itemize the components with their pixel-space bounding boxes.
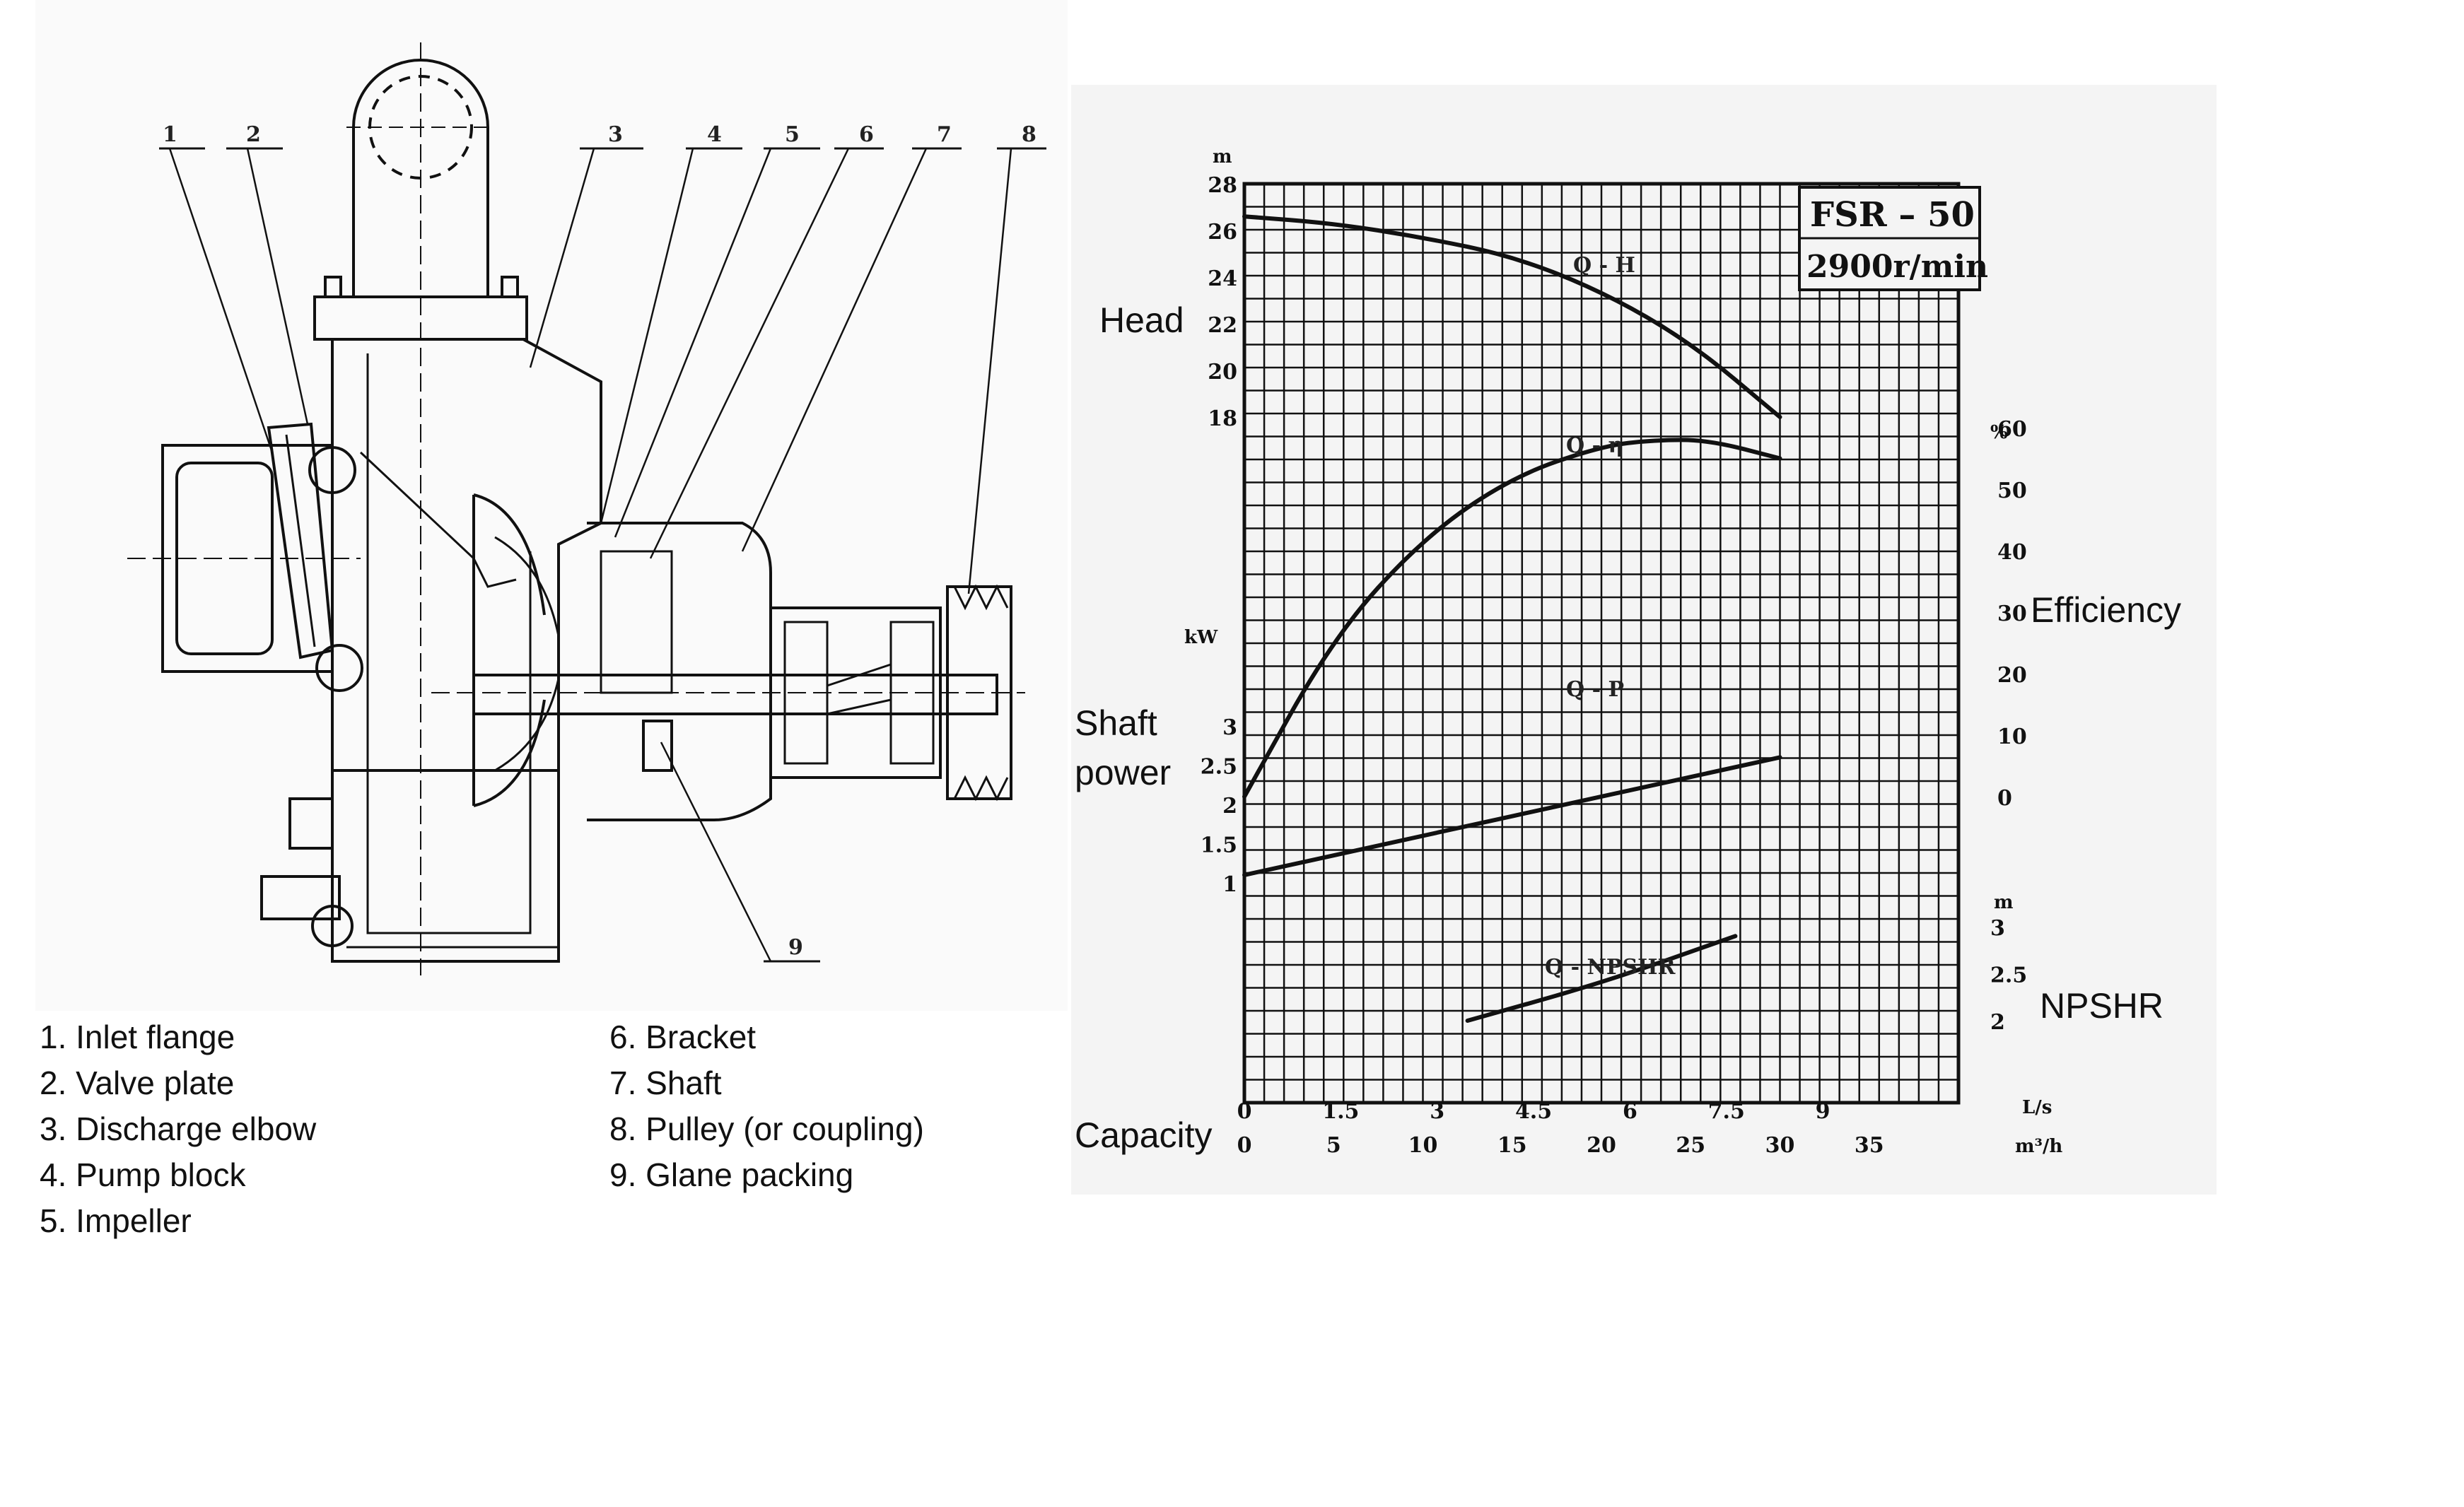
chart-ticks: 28262422201832.521.51605040302010032.520…	[1201, 173, 2027, 1158]
legend-item: 2. Valve plate	[40, 1065, 235, 1101]
curve-label-qh: Q - H	[1573, 253, 1635, 278]
efficiency-tick-label: 10	[1997, 725, 2027, 749]
shaft-power-label-1: Shaft	[1075, 703, 1157, 743]
npshr-tick-label: 2.5	[1990, 963, 2027, 988]
npshr-tick-label: 3	[1990, 916, 2005, 941]
efficiency-tick-label: 0	[1997, 786, 2012, 811]
legend-item: 8. Pulley (or coupling)	[609, 1110, 924, 1147]
flow-m3h-tick-label: 5	[1326, 1133, 1341, 1158]
valve-plate	[267, 422, 334, 659]
callout-3: 3	[608, 122, 623, 147]
speed-label: 2900r/min	[1806, 249, 1988, 285]
head-tick-label: 18	[1208, 406, 1237, 431]
power-tick-label: 3	[1222, 715, 1237, 740]
legend-item: 1. Inlet flange	[40, 1019, 235, 1055]
head-tick-label: 22	[1208, 313, 1237, 338]
head-tick-label: 26	[1208, 220, 1237, 245]
bracket	[587, 522, 772, 821]
flow-m3h-tick-label: 10	[1408, 1133, 1438, 1158]
power-tick-label: 2.5	[1201, 755, 1237, 780]
callout-8: 8	[1022, 122, 1037, 147]
shaft-power-label-2: power	[1075, 753, 1171, 792]
head-tick-label: 20	[1208, 360, 1237, 385]
legend-item: 3. Discharge elbow	[40, 1110, 317, 1147]
flow-ls-tick-label: 6	[1623, 1099, 1637, 1124]
callout-4: 4	[707, 122, 722, 147]
performance-chart-svg: 28262422201832.521.51605040302010032.520…	[1075, 146, 2181, 1158]
legend-item: 7. Shaft	[609, 1065, 722, 1101]
impeller	[472, 493, 546, 807]
legend-item: 9. Glane packing	[609, 1156, 854, 1193]
head-unit: m	[1213, 146, 1232, 168]
flow-ls-tick-label: 3	[1430, 1099, 1444, 1124]
pump-cross-section: 1 2 3 4 5 6 7 8 9	[127, 42, 1046, 975]
flow-ls-tick-label: 7.5	[1708, 1099, 1745, 1124]
parts-legend-right: 6. Bracket 7. Shaft 8. Pulley (or coupli…	[609, 1014, 924, 1198]
head-tick-label: 28	[1208, 173, 1237, 198]
pump-sectional-drawing: 1 2 3 4 5 6 7 8 9	[35, 0, 1068, 1011]
callout-6: 6	[859, 122, 874, 147]
npshr-tick-label: 2	[1990, 1010, 2005, 1035]
discharge-flange	[313, 295, 528, 341]
chart-curves	[1242, 214, 1782, 1023]
flow-m3h-tick-label: 35	[1855, 1133, 1884, 1158]
callout-5: 5	[785, 122, 800, 147]
flow-m3h-tick-label: 20	[1587, 1133, 1616, 1158]
npshr-unit: m	[1994, 892, 2014, 913]
callout-2: 2	[246, 122, 261, 147]
parts-legend-left: 1. Inlet flange 2. Valve plate 3. Discha…	[40, 1014, 316, 1244]
efficiency-tick-label: 60	[1997, 417, 2027, 442]
flow-m3h-tick-label: 0	[1237, 1133, 1252, 1158]
pulley	[946, 585, 1012, 800]
flow-ls-tick-label: 1.5	[1322, 1099, 1359, 1124]
npshr-axis-label: NPSHR	[2040, 986, 2164, 1026]
efficiency-tick-label: 30	[1997, 602, 2027, 626]
power-tick-label: 1.5	[1201, 833, 1237, 858]
efficiency-tick-label: 20	[1997, 663, 2027, 688]
curve-label-qeta: Q - η	[1566, 433, 1623, 458]
gland-packing	[642, 720, 673, 772]
curve-label-qp: Q - P	[1566, 677, 1624, 702]
legend-item: 5. Impeller	[40, 1202, 192, 1239]
callout-1: 1	[163, 122, 177, 147]
flow-m3h-tick-label: 25	[1676, 1133, 1705, 1158]
flow-ls-tick-label: 9	[1816, 1099, 1831, 1124]
plot-frame	[1242, 182, 1961, 1105]
power-unit: kW	[1184, 627, 1218, 648]
flow-m3h-unit: m³/h	[2015, 1136, 2062, 1157]
flow-m3h-tick-label: 15	[1497, 1133, 1527, 1158]
pump-block-outline	[331, 338, 602, 963]
curve-label-qnpshr: Q - NPSHR	[1545, 955, 1676, 980]
power-tick-label: 2	[1222, 794, 1237, 819]
curve-q-eta	[1242, 438, 1782, 799]
model-label: FSR – 50	[1810, 195, 1975, 235]
head-axis-label: Head	[1099, 300, 1184, 340]
callout-9: 9	[788, 935, 803, 960]
flow-ls-unit: L/s	[2022, 1097, 2052, 1118]
capacity-axis-label: Capacity	[1075, 1115, 1213, 1155]
efficiency-unit: %	[1990, 422, 2008, 443]
efficiency-tick-label: 50	[1997, 479, 2027, 503]
legend-item: 4. Pump block	[40, 1156, 246, 1193]
head-tick-label: 24	[1208, 266, 1237, 291]
flow-m3h-tick-label: 30	[1765, 1133, 1795, 1158]
shaft	[472, 674, 998, 715]
curve-q-h	[1242, 214, 1782, 419]
legend-item: 6. Bracket	[609, 1019, 757, 1055]
flow-ls-tick-label: 4.5	[1515, 1099, 1552, 1124]
power-tick-label: 1	[1222, 872, 1237, 897]
callout-7: 7	[937, 122, 952, 147]
efficiency-tick-label: 40	[1997, 540, 2027, 565]
efficiency-axis-label: Efficiency	[2031, 590, 2181, 630]
curve-q-npshr	[1465, 934, 1738, 1023]
flow-ls-tick-label: 0	[1237, 1099, 1252, 1124]
curve-q-p	[1242, 755, 1782, 877]
